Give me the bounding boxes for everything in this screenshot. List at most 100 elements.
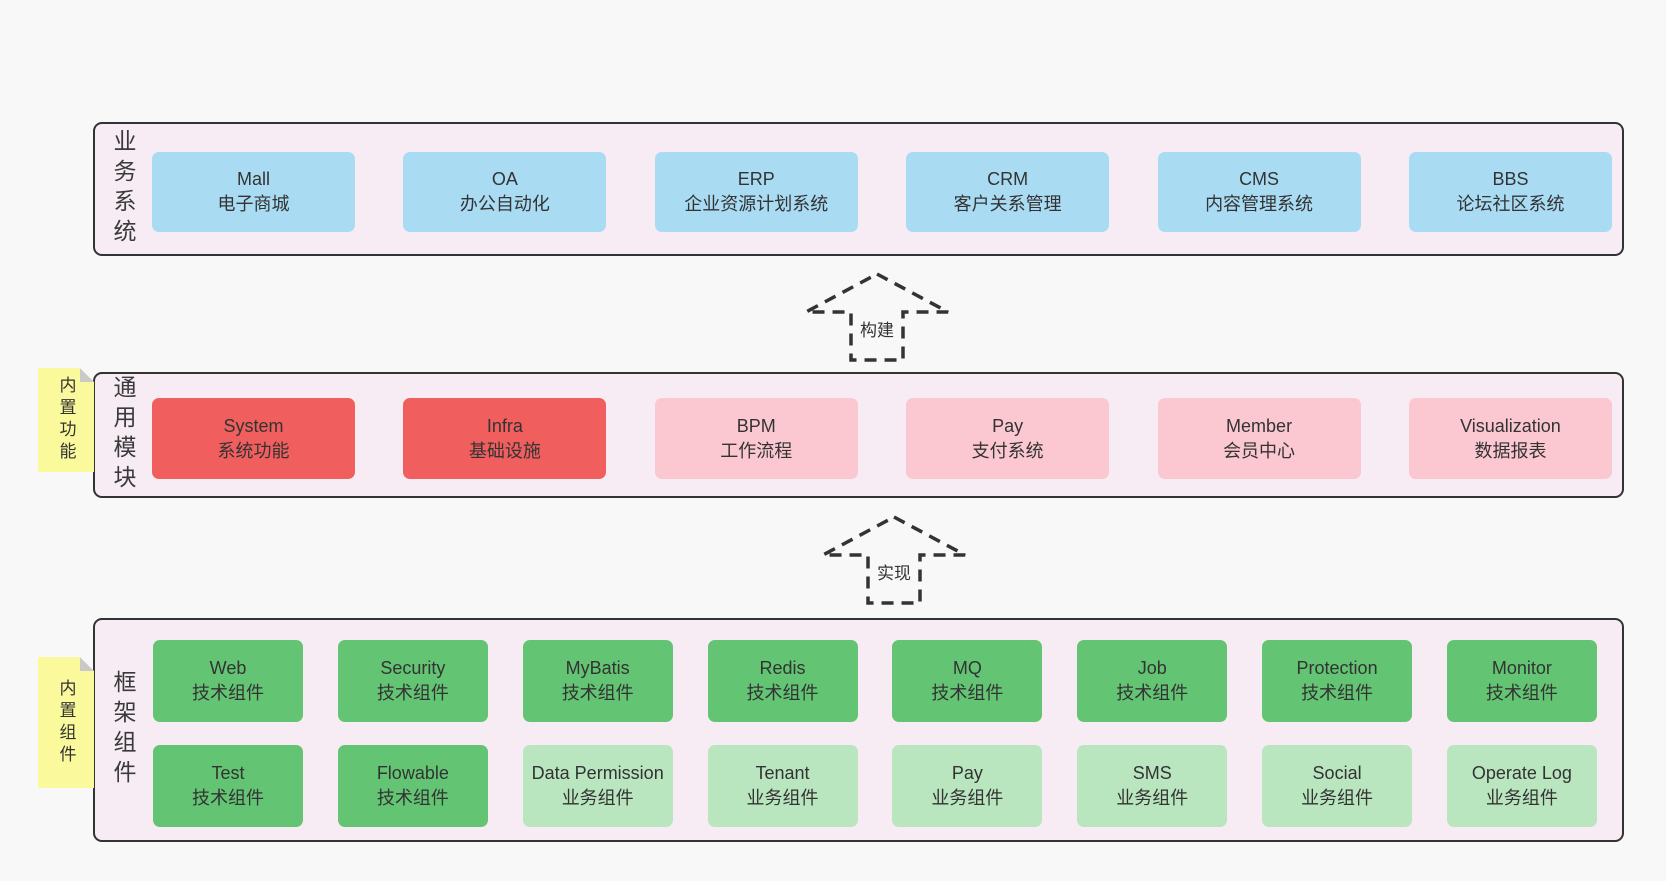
box-name: Job: [1137, 658, 1167, 678]
box-name: SMS: [1132, 763, 1172, 783]
box-name: Social: [1312, 763, 1362, 783]
box-desc: 会员中心: [1223, 440, 1296, 461]
sticky-fold: [80, 657, 94, 671]
box-job: Job 技术组件: [1077, 640, 1228, 722]
box-name: CMS: [1239, 169, 1280, 189]
box-bbs: BBS 论坛社区系统: [1408, 152, 1612, 232]
box-desc: 电子商城: [217, 194, 290, 214]
box-mall: Mall 电子商城: [152, 152, 355, 232]
box-social: Social 业务组件: [1262, 745, 1413, 827]
box-desc: 基础设施: [468, 440, 541, 461]
framework-row-1: Web 技术组件 Security 技术组件 MyBatis 技术组件 Redi…: [153, 640, 1597, 722]
box-monitor: Monitor 技术组件: [1446, 640, 1597, 722]
box-name: MyBatis: [565, 658, 630, 678]
box-desc: 业务组件: [1301, 788, 1374, 808]
box-name: Monitor: [1491, 658, 1552, 678]
box-desc: 内容管理系统: [1205, 194, 1314, 214]
box-test: Test 技术组件: [153, 745, 303, 827]
box-web: Web 技术组件: [153, 640, 303, 722]
box-desc: 系统功能: [217, 440, 290, 461]
box-desc: 企业资源计划系统: [684, 194, 829, 214]
box-desc: 技术组件: [376, 788, 449, 808]
box-name: MQ: [952, 658, 982, 678]
box-system: System 系统功能: [152, 398, 355, 479]
sticky-note-builtin-components: 内置组件: [38, 657, 94, 788]
box-infra: Infra 基础设施: [403, 398, 607, 479]
up-arrow-icon: [822, 515, 966, 605]
box-desc: 技术组件: [1116, 683, 1189, 703]
box-member: Member 会员中心: [1157, 398, 1361, 479]
box-operate-log: Operate Log 业务组件: [1446, 745, 1597, 827]
box-desc: 办公自动化: [459, 194, 550, 214]
band-framework-label: 框架组件: [110, 670, 136, 790]
box-desc: 数据报表: [1474, 440, 1547, 461]
box-oa: OA 办公自动化: [403, 152, 607, 232]
box-desc: 技术组件: [746, 683, 819, 703]
box-name: Pay: [992, 415, 1024, 436]
box-name: Redis: [759, 658, 806, 678]
box-name: System: [223, 415, 284, 436]
sticky-text: 内置组件: [56, 678, 76, 767]
box-name: BPM: [736, 415, 776, 436]
box-mybatis: MyBatis 技术组件: [522, 640, 673, 722]
box-name: BBS: [1492, 169, 1529, 189]
box-desc: 技术组件: [1485, 683, 1558, 703]
box-redis: Redis 技术组件: [707, 640, 858, 722]
band-business-label: 业务系统: [110, 129, 136, 249]
box-sms: SMS 业务组件: [1077, 745, 1228, 827]
box-name: CRM: [987, 169, 1029, 189]
box-name: Pay: [951, 763, 983, 783]
box-pay-module: Pay 支付系统: [906, 398, 1110, 479]
box-protection: Protection 技术组件: [1262, 640, 1413, 722]
band-framework-components: 框架组件 Web 技术组件 Security 技术组件 MyBatis 技术组件…: [93, 618, 1624, 842]
box-tenant: Tenant 业务组件: [707, 745, 858, 827]
box-desc: 业务组件: [1485, 788, 1558, 808]
box-security: Security 技术组件: [337, 640, 488, 722]
box-crm: CRM 客户关系管理: [906, 152, 1110, 232]
box-cms: CMS 内容管理系统: [1157, 152, 1361, 232]
box-desc: 业务组件: [1116, 788, 1189, 808]
box-name: Member: [1226, 415, 1293, 436]
sticky-note-builtin-features: 内置功能: [38, 368, 94, 472]
box-visualization: Visualization 数据报表: [1408, 398, 1612, 479]
arrow-build: 构建: [803, 271, 951, 363]
business-box-row: Mall 电子商城 OA 办公自动化 ERP 企业资源计划系统 CRM 客户关系…: [152, 152, 1612, 232]
box-erp: ERP 企业资源计划系统: [654, 152, 858, 232]
box-desc: 技术组件: [931, 683, 1004, 703]
box-desc: 技术组件: [192, 788, 264, 808]
arrow-implement-label: 实现: [877, 564, 911, 583]
box-name: Security: [380, 658, 446, 678]
box-name: Data Permission: [531, 763, 664, 783]
band-business-systems: 业务系统 Mall 电子商城 OA 办公自动化 ERP 企业资源计划系统 CRM…: [93, 122, 1624, 256]
framework-row-2: Test 技术组件 Flowable 技术组件 Data Permission …: [153, 745, 1597, 827]
box-desc: 支付系统: [971, 440, 1044, 461]
box-name: OA: [491, 169, 518, 189]
sticky-text: 内置功能: [56, 376, 76, 464]
arrow-build-label: 构建: [860, 321, 894, 340]
box-name: Test: [211, 763, 245, 783]
box-name: Protection: [1296, 658, 1378, 678]
box-desc: 业务组件: [561, 788, 634, 808]
box-name: Web: [209, 658, 247, 678]
modules-box-row: System 系统功能 Infra 基础设施 BPM 工作流程 Pay 支付系统…: [152, 398, 1612, 479]
sticky-fold: [80, 368, 94, 382]
box-mq: MQ 技术组件: [892, 640, 1043, 722]
box-bpm: BPM 工作流程: [654, 398, 858, 479]
box-data-permission: Data Permission 业务组件: [522, 745, 673, 827]
box-desc: 技术组件: [1301, 683, 1374, 703]
box-pay-component: Pay 业务组件: [892, 745, 1043, 827]
box-desc: 业务组件: [931, 788, 1004, 808]
arrow-implement: 实现: [820, 514, 968, 606]
box-name: Infra: [486, 415, 523, 436]
box-name: Mall: [236, 169, 270, 189]
box-desc: 技术组件: [376, 683, 449, 703]
box-desc: 工作流程: [720, 440, 793, 461]
box-name: Flowable: [376, 763, 449, 783]
box-desc: 客户关系管理: [953, 194, 1062, 214]
box-name: ERP: [737, 169, 775, 189]
box-name: Visualization: [1460, 415, 1561, 436]
up-arrow-icon: [805, 272, 949, 362]
box-desc: 业务组件: [746, 788, 819, 808]
box-name: Operate Log: [1471, 763, 1572, 783]
